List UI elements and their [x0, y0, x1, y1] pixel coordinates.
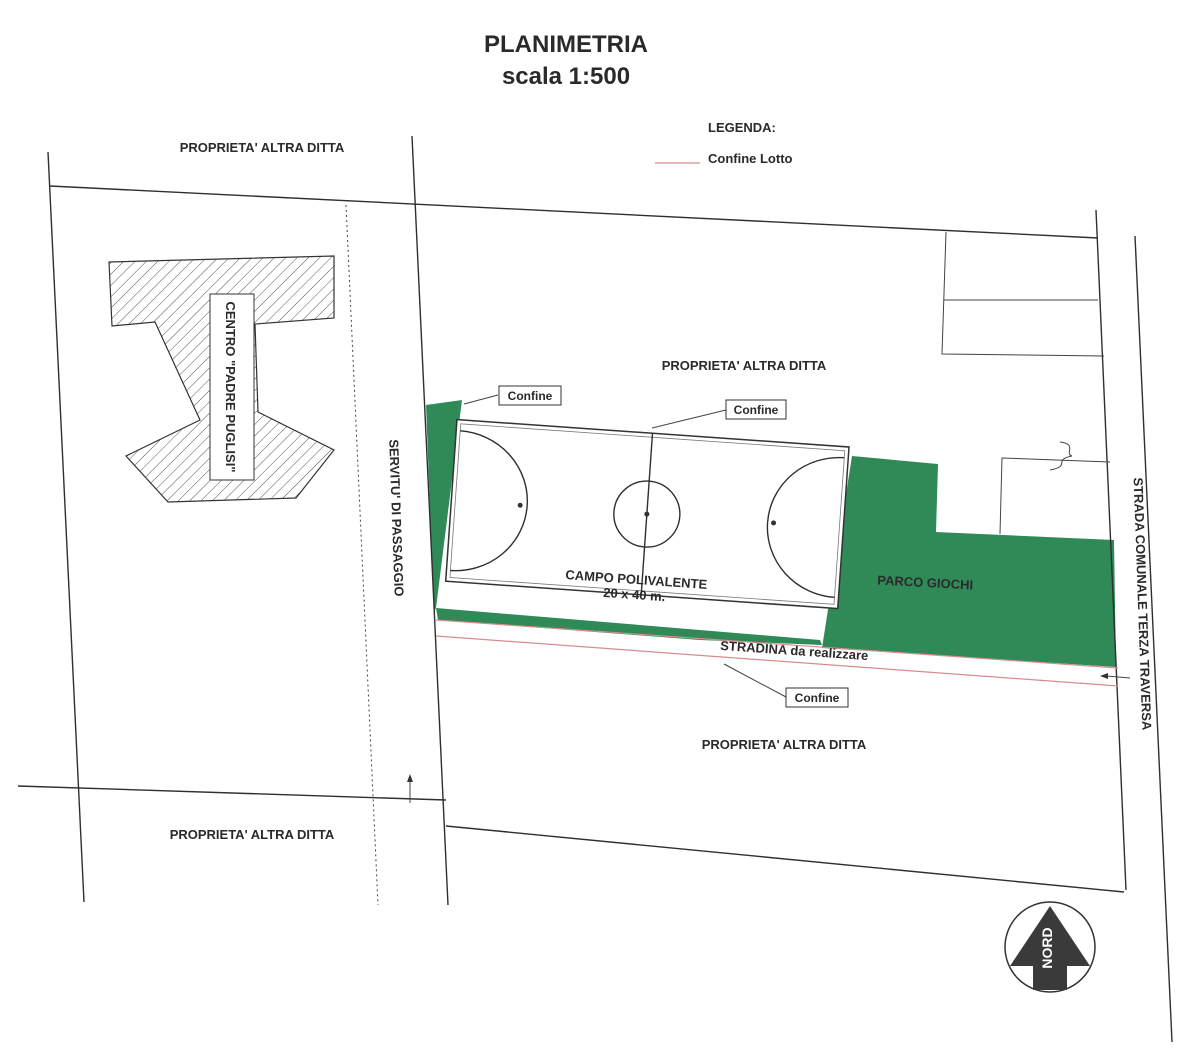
campo-right-spot	[771, 520, 777, 526]
road-left-edge	[411, 135, 449, 906]
campo-left-area	[450, 430, 528, 572]
campo-center-spot	[644, 511, 650, 517]
north-label: NORD	[1039, 927, 1055, 968]
title-scale: scala 1:500	[502, 63, 630, 90]
legend-heading: LEGENDA:	[708, 120, 776, 135]
centro-label: CENTRO "PADRE PUGLISI"	[223, 302, 238, 473]
confine-1-box	[498, 385, 562, 406]
label-prop-top-left: PROPRIETA' ALTRA DITTA	[180, 140, 345, 155]
confine-3-label: Confine	[795, 691, 840, 705]
confine-1-label: Confine	[508, 389, 553, 403]
confine-3-box	[785, 687, 849, 708]
confine-2-leader	[651, 409, 727, 429]
arrow-left-icon	[1100, 673, 1108, 679]
campo-left-spot	[517, 502, 523, 508]
label-prop-mid: PROPRIETA' ALTRA DITTA	[662, 358, 827, 373]
north-arrow-icon	[1010, 906, 1090, 990]
building-top-right	[941, 231, 1105, 357]
green-strip-left	[426, 400, 462, 612]
arrow-up-icon	[407, 774, 413, 782]
confine-1-leader	[463, 394, 499, 405]
green-strip-bottom	[436, 608, 822, 645]
left-boundary-line	[47, 151, 85, 903]
north-arrow: NORD	[1004, 901, 1096, 993]
label-servitu: SERVITU' DI PASSAGGIO	[386, 439, 406, 597]
label-parco: PARCO GIOCHI	[877, 573, 973, 593]
confine-2-box	[725, 399, 787, 420]
campo-center-circle	[613, 480, 681, 548]
stradina-top-line	[435, 619, 1119, 669]
campo-label-2: 20 x 40 m.	[603, 585, 666, 604]
confine-3-leader	[723, 663, 787, 698]
legend-item: Confine Lotto	[708, 151, 793, 166]
label-strada: STRADA COMUNALE TERZA TRAVERSA	[1131, 477, 1155, 731]
label-prop-lower: PROPRIETA' ALTRA DITTA	[702, 737, 867, 752]
lower-left-line	[17, 785, 447, 801]
right-road-edge-1	[1095, 209, 1127, 891]
centro-label-box	[209, 293, 255, 481]
campo-right-area	[766, 456, 845, 599]
squiggle-mark	[1049, 441, 1073, 471]
title-main: PLANIMETRIA	[484, 31, 648, 58]
lower-boundary-line	[445, 825, 1125, 893]
servitu-dashed-line	[345, 204, 379, 906]
label-prop-bottom-left: PROPRIETA' ALTRA DITTA	[170, 827, 335, 842]
building-right	[999, 457, 1111, 535]
parco-giochi-area	[822, 456, 1116, 667]
confine-2-label: Confine	[734, 403, 779, 417]
right-road-edge-2	[1134, 235, 1173, 1043]
arrow-left-shaft	[1105, 675, 1131, 679]
campo-polivalente	[444, 418, 850, 610]
top-boundary-line	[49, 185, 1099, 239]
stradina-bottom-line	[435, 635, 1119, 687]
